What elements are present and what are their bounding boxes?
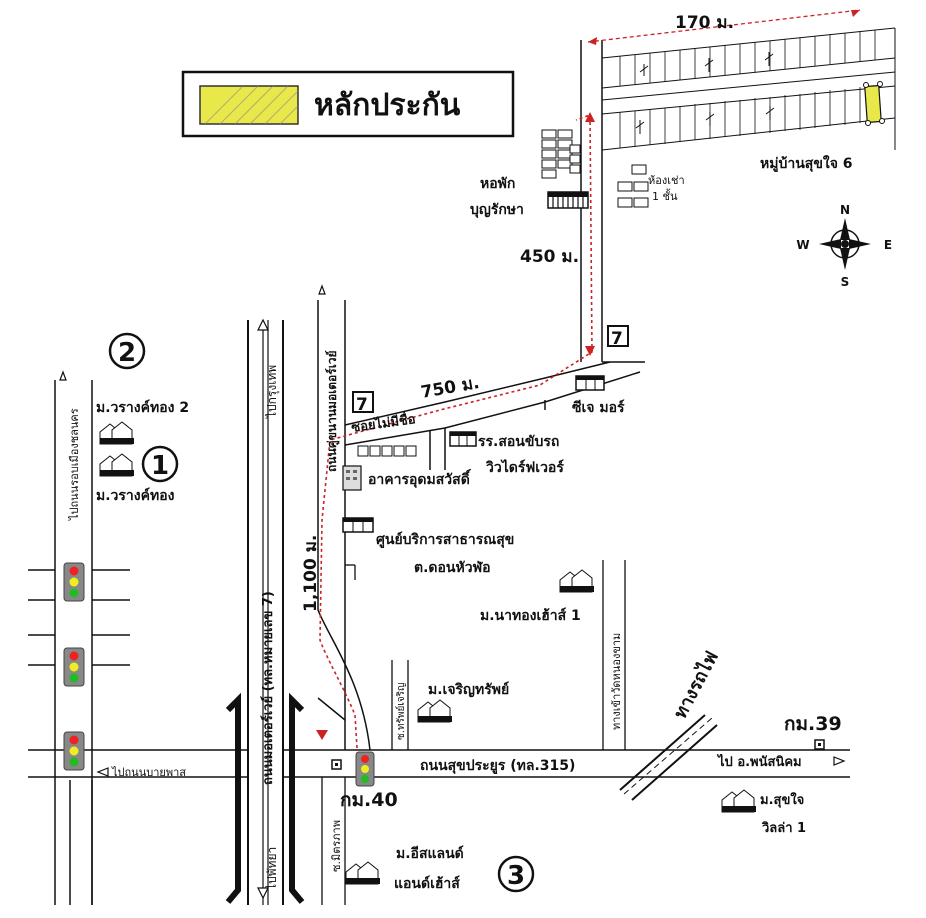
village-sukjai6-label: หมู่บ้านสุขใจ 6 (760, 154, 853, 172)
dim-1100-label: 1,100 ม. (301, 535, 321, 612)
soi-mitraphap-label: ซ.มิตรภาพ (330, 820, 343, 872)
compass-icon: N S W E (796, 203, 892, 289)
driving-school-icon (449, 431, 477, 447)
rowhouse-buildings (617, 164, 649, 208)
udom-building-label: อาคารอุดมสวัสดิ์ (368, 468, 472, 488)
rowhouse-label-2: 1 ชั้น (652, 188, 678, 203)
cj-more-icon (575, 375, 605, 391)
health-center-icon (342, 517, 374, 533)
house-icon (417, 699, 452, 723)
udom-building-icon (342, 465, 362, 491)
sukjai-villa-label-2: วิลล่า 1 (761, 821, 806, 836)
svg-text:7: 7 (611, 329, 623, 349)
svg-text:3: 3 (507, 861, 525, 891)
svg-text:2: 2 (118, 338, 136, 368)
km39-label: กม.39 (784, 713, 842, 735)
house-icon (721, 789, 756, 813)
collateral-plot (864, 84, 882, 124)
km-marker-icon (814, 739, 825, 750)
health-center-label-2: ต.ดอนหัวฬ่อ (414, 560, 491, 576)
warangthong2-label: ม.วรางค์ทอง 2 (96, 399, 189, 416)
dim-170 (587, 9, 861, 43)
dim-750-label: 750 ม. (419, 373, 481, 403)
dim-170-label: 170 ม. (675, 13, 734, 33)
seven-eleven-icon: 7 (607, 325, 629, 349)
svg-text:1: 1 (151, 451, 169, 481)
driving-school-label-2: วิวไดร์ฟเวอร์ (485, 458, 564, 476)
wat-road-label: ทางเข้าวัดหนองขาม (610, 633, 623, 730)
route-path (319, 113, 593, 749)
dorm-icon (547, 191, 589, 209)
village-trees (635, 52, 775, 134)
svg-text:N: N (840, 203, 850, 217)
dim-arrow-left (588, 37, 597, 45)
marker-1: 1 (141, 445, 179, 483)
warangthong-label: ม.วรางค์ทอง (96, 487, 175, 504)
motorway-road (225, 320, 305, 905)
to-bangkok-label: ไปกรุงเทพ (265, 365, 280, 419)
health-center-label-1: ศูนย์บริการสาธารณสุข (376, 531, 514, 548)
driving-school-label-1: รร.สอนขับรถ (478, 434, 559, 450)
eastland-label-2: แอนด์เฮ้าส์ (394, 875, 460, 892)
to-phanat-label: ไป อ.พนัสนิคม (716, 753, 802, 770)
traffic-light (63, 562, 85, 602)
to-pattaya-label: ไปพัทยา (265, 847, 279, 891)
eastland-label-1: ม.อีสแลนด์ (396, 845, 464, 862)
railway-label: ทางรถไฟ (669, 647, 723, 722)
svg-text:W: W (796, 238, 809, 252)
dim-arrow-right (851, 10, 860, 17)
house-icon (99, 453, 134, 477)
soi-roads (321, 560, 626, 905)
svg-text:E: E (884, 238, 892, 252)
dorm-label-2: บุญรักษา (470, 202, 524, 218)
left-roads (28, 380, 130, 905)
rowhouse-label-1: ห้องเช่า (648, 174, 685, 187)
sukjai-villa-label-1: ม.สุขใจ (760, 791, 804, 808)
dim-450-label: 450 ม. (520, 247, 579, 267)
house-icon (559, 569, 594, 593)
railway (619, 714, 718, 801)
natong-house-label: ม.นาทองเฮ้าส์ 1 (480, 607, 581, 624)
village-grid (601, 27, 896, 151)
soi-charoensap-label: ซ.ทรัพย์เจริญ (395, 682, 407, 740)
charoensap-label: ม.เจริญทรัพย์ (428, 681, 509, 698)
route-arrows (316, 112, 595, 740)
marker-2: 2 (108, 332, 146, 370)
sukhprayoon-label: ถนนสุขประยูร (ทล.315) (420, 758, 575, 774)
khanan-motorway-label: ถนนคู่ขนานมอเตอร์เวย์ (325, 350, 340, 472)
to-bypass-label: ไปถนนบายพาส (111, 766, 186, 779)
plot-markers (863, 81, 885, 126)
dorm-buildings (541, 129, 581, 179)
legend: หลักประกัน (181, 70, 515, 138)
marker-3: 3 (497, 855, 535, 893)
cj-more-label: ซีเจ มอร์ (572, 399, 625, 416)
house-icon (99, 421, 134, 445)
house-icon (345, 861, 380, 885)
legend-label: หลักประกัน (314, 88, 461, 123)
dorm-label-1: หอพัก (480, 176, 515, 192)
seven-eleven-icon: 7 (352, 391, 374, 415)
km40-label: กม.40 (340, 789, 398, 811)
svg-text:S: S (841, 275, 850, 289)
to-rom-nakhon-label: ไปถนนรอบเมืองชลนคร (68, 408, 81, 521)
direction-arrows (59, 284, 846, 900)
soi-blocks (357, 445, 417, 457)
km-marker-icon (331, 759, 342, 770)
motorway-label: ถนนมอเตอร์เวย์ (ทล.หมายเลข 7) (260, 591, 276, 785)
svg-text:7: 7 (356, 395, 368, 415)
traffic-light (355, 751, 375, 787)
traffic-light (63, 731, 85, 771)
village-lots (619, 30, 876, 148)
traffic-light (63, 647, 85, 687)
